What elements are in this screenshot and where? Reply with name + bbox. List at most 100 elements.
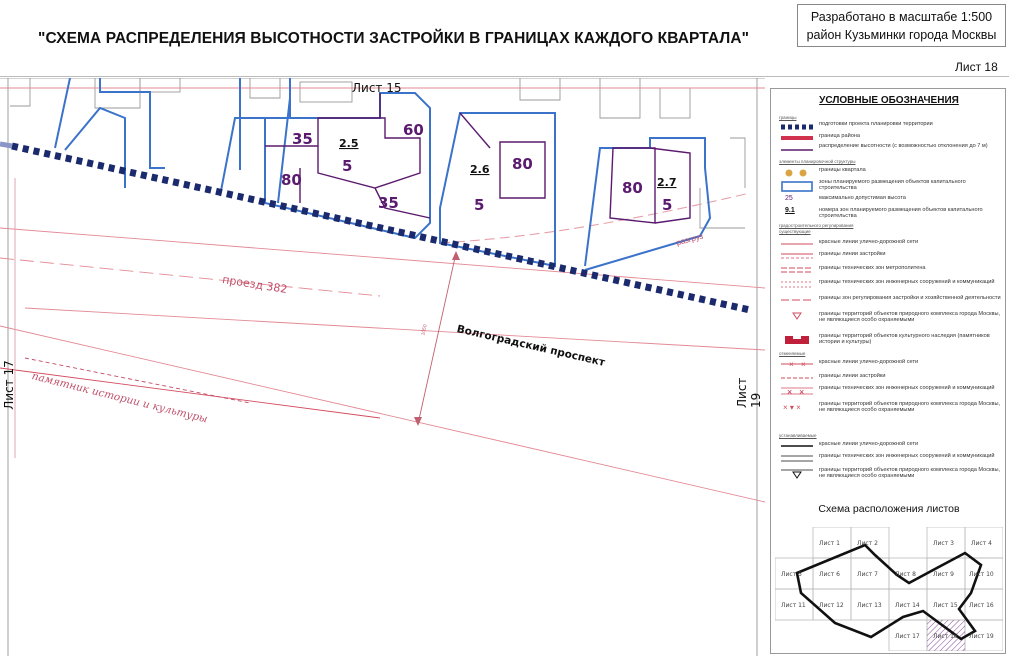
new-red-line-symbol bbox=[781, 445, 813, 447]
svg-text:Лист 18: Лист 18 bbox=[933, 633, 958, 640]
cancel-engineering-symbol: ×× bbox=[781, 387, 813, 397]
plan-boundary-start bbox=[0, 141, 13, 149]
legend-item-plan-boundary: подготовки проекта планировки территории bbox=[771, 121, 1007, 141]
zone-symbol bbox=[781, 181, 813, 192]
svg-text:Лист 2: Лист 2 bbox=[857, 540, 878, 547]
svg-text:Лист 1: Лист 1 bbox=[819, 540, 840, 547]
legend-group-plan: элементы планировочной структуры bbox=[779, 159, 856, 164]
red-lines bbox=[0, 87, 766, 503]
title-block: "СХЕМА РАСПРЕДЕЛЕНИЯ ВЫСОТНОСТИ ЗАСТРОЙК… bbox=[0, 0, 1009, 77]
zone-id-2-7: 2.7 bbox=[657, 176, 677, 189]
building-line-symbol bbox=[781, 253, 813, 259]
legend-item-cancel-engineering: ×× границы технических зон инженерных со… bbox=[771, 385, 1007, 405]
district-name: район Кузьминки города Москвы bbox=[806, 28, 997, 42]
scale-box: Разработано в масштабе 1:500 район Кузьм… bbox=[797, 4, 1006, 47]
height-80-c: 80 bbox=[622, 179, 643, 197]
svg-text:Лист 5: Лист 5 bbox=[781, 571, 802, 578]
zone-id-2-5: 2.5 bbox=[339, 137, 359, 150]
svg-text:Лист 13: Лист 13 bbox=[857, 602, 882, 609]
svg-text:Лист 12: Лист 12 bbox=[819, 602, 844, 609]
legend-item-block-borders: границы квартала bbox=[771, 167, 1007, 187]
legend-item-cancel-nature: × ▾ × границы территорий объектов природ… bbox=[771, 401, 1007, 421]
legend-group-existing: существующие bbox=[779, 229, 811, 234]
legend-item-height-distribution: распределение высотности (с возможностью… bbox=[771, 143, 1007, 163]
height-60: 60 bbox=[403, 121, 424, 139]
new-engineering-symbol bbox=[781, 455, 813, 462]
zone-number-symbol: 9.1 bbox=[785, 207, 795, 214]
legend-item-cancel-building-lines: границы линии застройки bbox=[771, 373, 1007, 393]
dimension-line bbox=[417, 252, 457, 425]
sheet-layout-minimap[interactable]: Лист 1 Лист 2 Лист 3 Лист 4 Лист 5 Лист … bbox=[775, 527, 1003, 651]
heritage-zone-symbol bbox=[785, 336, 809, 344]
legend-panel: УСЛОВНЫЕ ОБОЗНАЧЕНИЯ границы подготовки … bbox=[770, 88, 1006, 654]
svg-text:Лист 16: Лист 16 bbox=[969, 602, 994, 609]
legend-item-cancel-red-lines: ×× красные линии улично-дорожной сети bbox=[771, 359, 1007, 379]
nature-zone-symbol bbox=[792, 312, 802, 320]
legend-item-red-lines: красные линии улично-дорожной сети bbox=[771, 239, 1007, 259]
height-5-a: 5 bbox=[342, 157, 352, 175]
svg-text:Лист 14: Лист 14 bbox=[895, 602, 920, 609]
cancel-building-line-symbol bbox=[781, 377, 813, 379]
legend-item-zone-numbers: 9.1 номера зон планируемого размещения о… bbox=[785, 207, 983, 220]
legend-item-new-red-lines: красные линии улично-дорожной сети bbox=[771, 441, 1007, 461]
legend-item-metro-zones: границы технических зон метрополитена bbox=[771, 265, 1007, 285]
sheet-label-left[interactable]: Лист 17 bbox=[1, 360, 16, 410]
map-title: "СХЕМА РАСПРЕДЕЛЕНИЯ ВЫСОТНОСТИ ЗАСТРОЙК… bbox=[38, 30, 750, 47]
block-border-symbol bbox=[785, 169, 807, 177]
height-80-b: 80 bbox=[512, 155, 533, 173]
height-35-b: 35 bbox=[378, 194, 399, 212]
svg-text:×: × bbox=[789, 360, 794, 369]
cancel-nature-symbol: × ▾ × bbox=[783, 403, 801, 412]
legend-item-building-lines: границы линии застройки bbox=[771, 251, 1007, 271]
height-5-c: 5 bbox=[662, 196, 672, 214]
svg-text:×: × bbox=[801, 360, 806, 369]
regulation-curve bbox=[439, 192, 751, 244]
legend-item-planned-zones: зоны планируемого размещения объектов ка… bbox=[771, 179, 1007, 199]
legend-item-district-border: граница района bbox=[771, 133, 1007, 153]
sheet-label-right[interactable]: Лист 19 bbox=[735, 377, 763, 408]
svg-text:Лист 10: Лист 10 bbox=[969, 571, 994, 578]
regulation-zone-symbol bbox=[781, 299, 813, 301]
plan-boundary bbox=[11, 142, 751, 314]
new-nature-symbol bbox=[781, 469, 813, 479]
svg-text:×: × bbox=[787, 387, 792, 397]
svg-text:Лист 19: Лист 19 bbox=[969, 633, 994, 640]
plan-boundary-symbol bbox=[781, 124, 813, 130]
svg-text:Лист 3: Лист 3 bbox=[933, 540, 954, 547]
sheet-label-top[interactable]: Лист 15 bbox=[352, 81, 402, 95]
legend-group-zones: градостроительного регулирования bbox=[779, 223, 854, 228]
metro-zone-symbol bbox=[781, 267, 813, 273]
height-80-a: 80 bbox=[281, 171, 302, 189]
svg-text:Лист 11: Лист 11 bbox=[781, 602, 806, 609]
svg-text:Лист 7: Лист 7 bbox=[857, 571, 878, 578]
existing-buildings bbox=[10, 77, 746, 229]
zone-id-2-6: 2.6 bbox=[470, 163, 490, 176]
height-35-a: 35 bbox=[292, 130, 313, 148]
legend-item-new-nature: границы территорий объектов природного к… bbox=[771, 467, 1007, 487]
map-area[interactable]: 35 60 80 35 80 80 5 5 5 2.5 2.6 2.7 Лист… bbox=[0, 77, 766, 656]
svg-text:Лист 8: Лист 8 bbox=[895, 571, 916, 578]
district-outline bbox=[795, 543, 983, 641]
legend-item-regulation-zones: границы зон регулирования застройки и хо… bbox=[771, 295, 1007, 315]
current-sheet-highlight bbox=[927, 620, 965, 651]
cancel-red-line-symbol: ×× bbox=[781, 360, 813, 369]
minimap-title: Схема расположения листов bbox=[818, 503, 960, 515]
district-border-symbol bbox=[781, 136, 813, 140]
svg-text:× ▾ ×: × ▾ × bbox=[783, 403, 801, 412]
svg-text:Лист 4: Лист 4 bbox=[971, 540, 992, 547]
legend-group-cancelled: отменяемые bbox=[779, 351, 806, 356]
legend-item-engineering-zones: границы технических зон инженерных соору… bbox=[771, 279, 1007, 299]
legend-title: УСЛОВНЫЕ ОБОЗНАЧЕНИЯ bbox=[819, 95, 959, 106]
legend-item-heritage-zones: границы территорий объектов культурного … bbox=[771, 333, 1007, 353]
height-distribution bbox=[265, 93, 691, 224]
legend-item-nature-zones: границы территорий объектов природного к… bbox=[771, 311, 1007, 331]
svg-text:Лист 15: Лист 15 bbox=[933, 602, 958, 609]
legend-item-new-engineering: границы технических зон инженерных соору… bbox=[771, 453, 1007, 473]
sheet-number: Лист 18 bbox=[955, 60, 998, 74]
map-svg: 35 60 80 35 80 80 5 5 5 2.5 2.6 2.7 bbox=[0, 77, 766, 656]
svg-text:×: × bbox=[799, 387, 804, 397]
svg-text:Лист 9: Лист 9 bbox=[933, 571, 954, 578]
max-height-symbol: 25 bbox=[785, 195, 793, 202]
red-line-symbol bbox=[781, 243, 813, 245]
svg-text:Лист 6: Лист 6 bbox=[819, 571, 840, 578]
